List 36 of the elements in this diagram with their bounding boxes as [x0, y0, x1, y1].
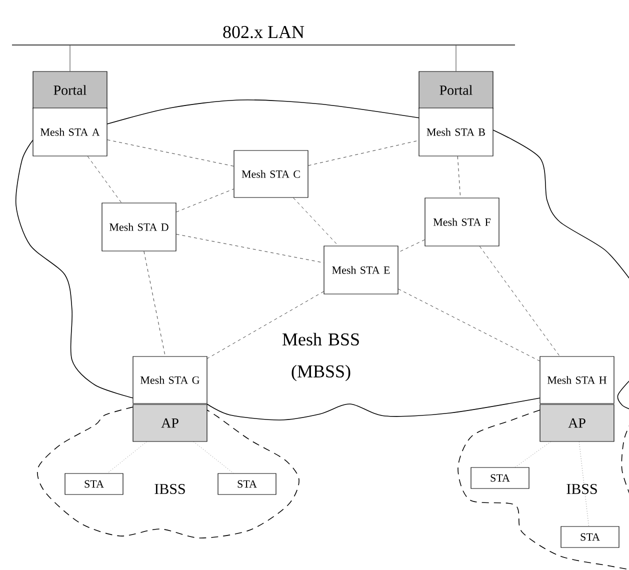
- mesh-link: [457, 156, 461, 198]
- station-box: STA: [218, 473, 276, 495]
- network-label: Mesh BSS (MBSS): [282, 332, 359, 382]
- mesh-link: [578, 442, 589, 526]
- network-label: IBSS: [154, 484, 185, 494]
- mesh-link: [176, 188, 234, 212]
- mesh-station-box: Mesh STA G: [132, 356, 208, 404]
- station-box: STA: [64, 473, 124, 495]
- mesh-station-box: Mesh STA E: [324, 246, 398, 294]
- portal-box: Portal: [32, 71, 108, 109]
- mesh-link: [308, 140, 419, 166]
- mesh-link: [144, 251, 166, 356]
- mesh-link: [194, 442, 234, 474]
- mesh-link: [479, 246, 560, 356]
- mesh-link: [514, 442, 551, 468]
- mesh-link: [176, 234, 324, 263]
- access-point-box: AP: [132, 404, 208, 442]
- station-box: STA: [560, 526, 620, 548]
- mesh-link: [207, 291, 324, 359]
- mesh-link: [398, 288, 540, 362]
- mesh-station-box: Mesh STA A: [32, 108, 108, 156]
- portal-box: Portal: [418, 71, 494, 109]
- mesh-station-box: Mesh STA B: [418, 108, 494, 156]
- mesh-link: [107, 140, 234, 166]
- lan-bus-line: 802.x LAN: [12, 26, 515, 46]
- mesh-link: [87, 156, 122, 203]
- mesh-station-box: Mesh STA H: [540, 356, 614, 404]
- mesh-link: [107, 442, 147, 474]
- mesh-station-box: Mesh STA C: [234, 150, 308, 198]
- network-label: IBSS: [566, 484, 597, 494]
- access-point-box: AP: [540, 404, 614, 442]
- mesh-station-box: Mesh STA D: [102, 202, 176, 252]
- station-box: STA: [470, 467, 530, 489]
- mesh-station-box: Mesh STA F: [424, 198, 500, 246]
- mesh-link: [293, 198, 338, 246]
- mesh-link: [398, 240, 425, 252]
